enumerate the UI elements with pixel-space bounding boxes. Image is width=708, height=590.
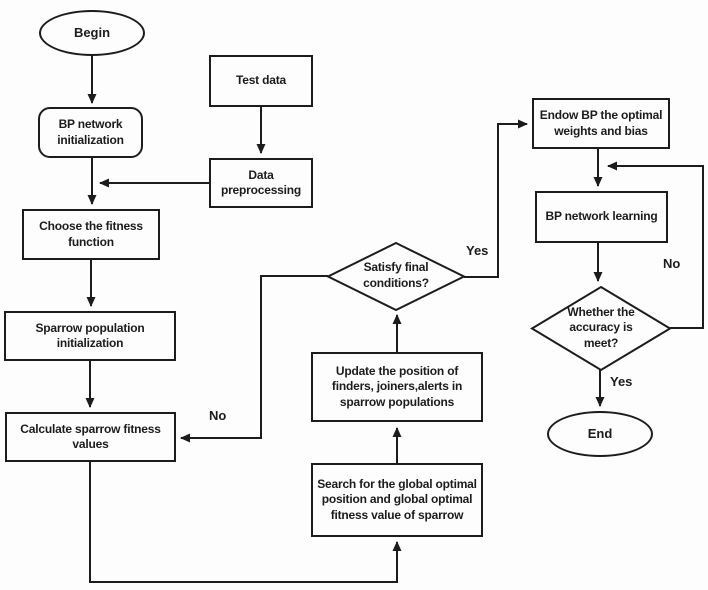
node-bp-network-initialization: BP network initialization [38, 107, 143, 158]
edge-whether-no-loop [607, 161, 704, 329]
decision-satisfy-final-conditions [325, 241, 467, 312]
node-update-position: Update the position of finders, joiners,… [311, 352, 483, 422]
node-end-label: End [587, 425, 613, 441]
edge-calc-to-search [89, 462, 402, 583]
node-sparrow-population-initialization-label: Sparrow population initialization [35, 320, 145, 350]
node-choose-fitness-function: Choose the fitness function [22, 209, 160, 260]
edge-label-whether-no: No [663, 256, 681, 271]
node-begin-label: Begin [73, 24, 111, 40]
node-end: End [547, 411, 653, 457]
decision-whether-accuracy-meet [530, 285, 672, 372]
node-test-data: Test data [209, 55, 313, 107]
decision-whether-accuracy-meet-label: Whether the accuracy is meet? [567, 304, 635, 350]
node-update-position-label: Update the position of finders, joiners,… [331, 363, 463, 409]
node-test-data-label: Test data [236, 73, 286, 88]
node-bp-network-learning-label: BP network learning [545, 209, 658, 224]
node-sparrow-population-initialization: Sparrow population initialization [4, 311, 176, 361]
node-data-preprocessing-label: Data preprocessing [220, 167, 302, 197]
edge-label-satisfy-yes: Yes [466, 243, 489, 258]
edge-satisfy-yes-to-endow [464, 119, 528, 278]
decision-satisfy-final-conditions-label: Satisfy final conditions? [363, 260, 429, 290]
edge-label-whether-yes: Yes [610, 374, 633, 389]
node-endow-bp-weights-bias-label: Endow BP the optimal weights and bias [539, 108, 663, 138]
node-calculate-sparrow-fitness-label: Calculate sparrow fitness values [20, 421, 161, 451]
edge-satisfy-no-to-calc [180, 275, 328, 443]
node-endow-bp-weights-bias: Endow BP the optimal weights and bias [532, 98, 670, 149]
node-search-global-optimal: Search for the global optimal position a… [311, 463, 483, 537]
edge-label-satisfy-no: No [209, 408, 227, 423]
node-bp-network-learning: BP network learning [535, 191, 668, 243]
node-begin: Begin [39, 10, 145, 56]
node-bp-network-initialization-label: BP network initialization [57, 117, 124, 147]
node-calculate-sparrow-fitness: Calculate sparrow fitness values [5, 412, 176, 462]
node-search-global-optimal-label: Search for the global optimal position a… [317, 476, 477, 522]
node-choose-fitness-function-label: Choose the fitness function [39, 219, 143, 249]
node-data-preprocessing: Data preprocessing [209, 158, 313, 208]
